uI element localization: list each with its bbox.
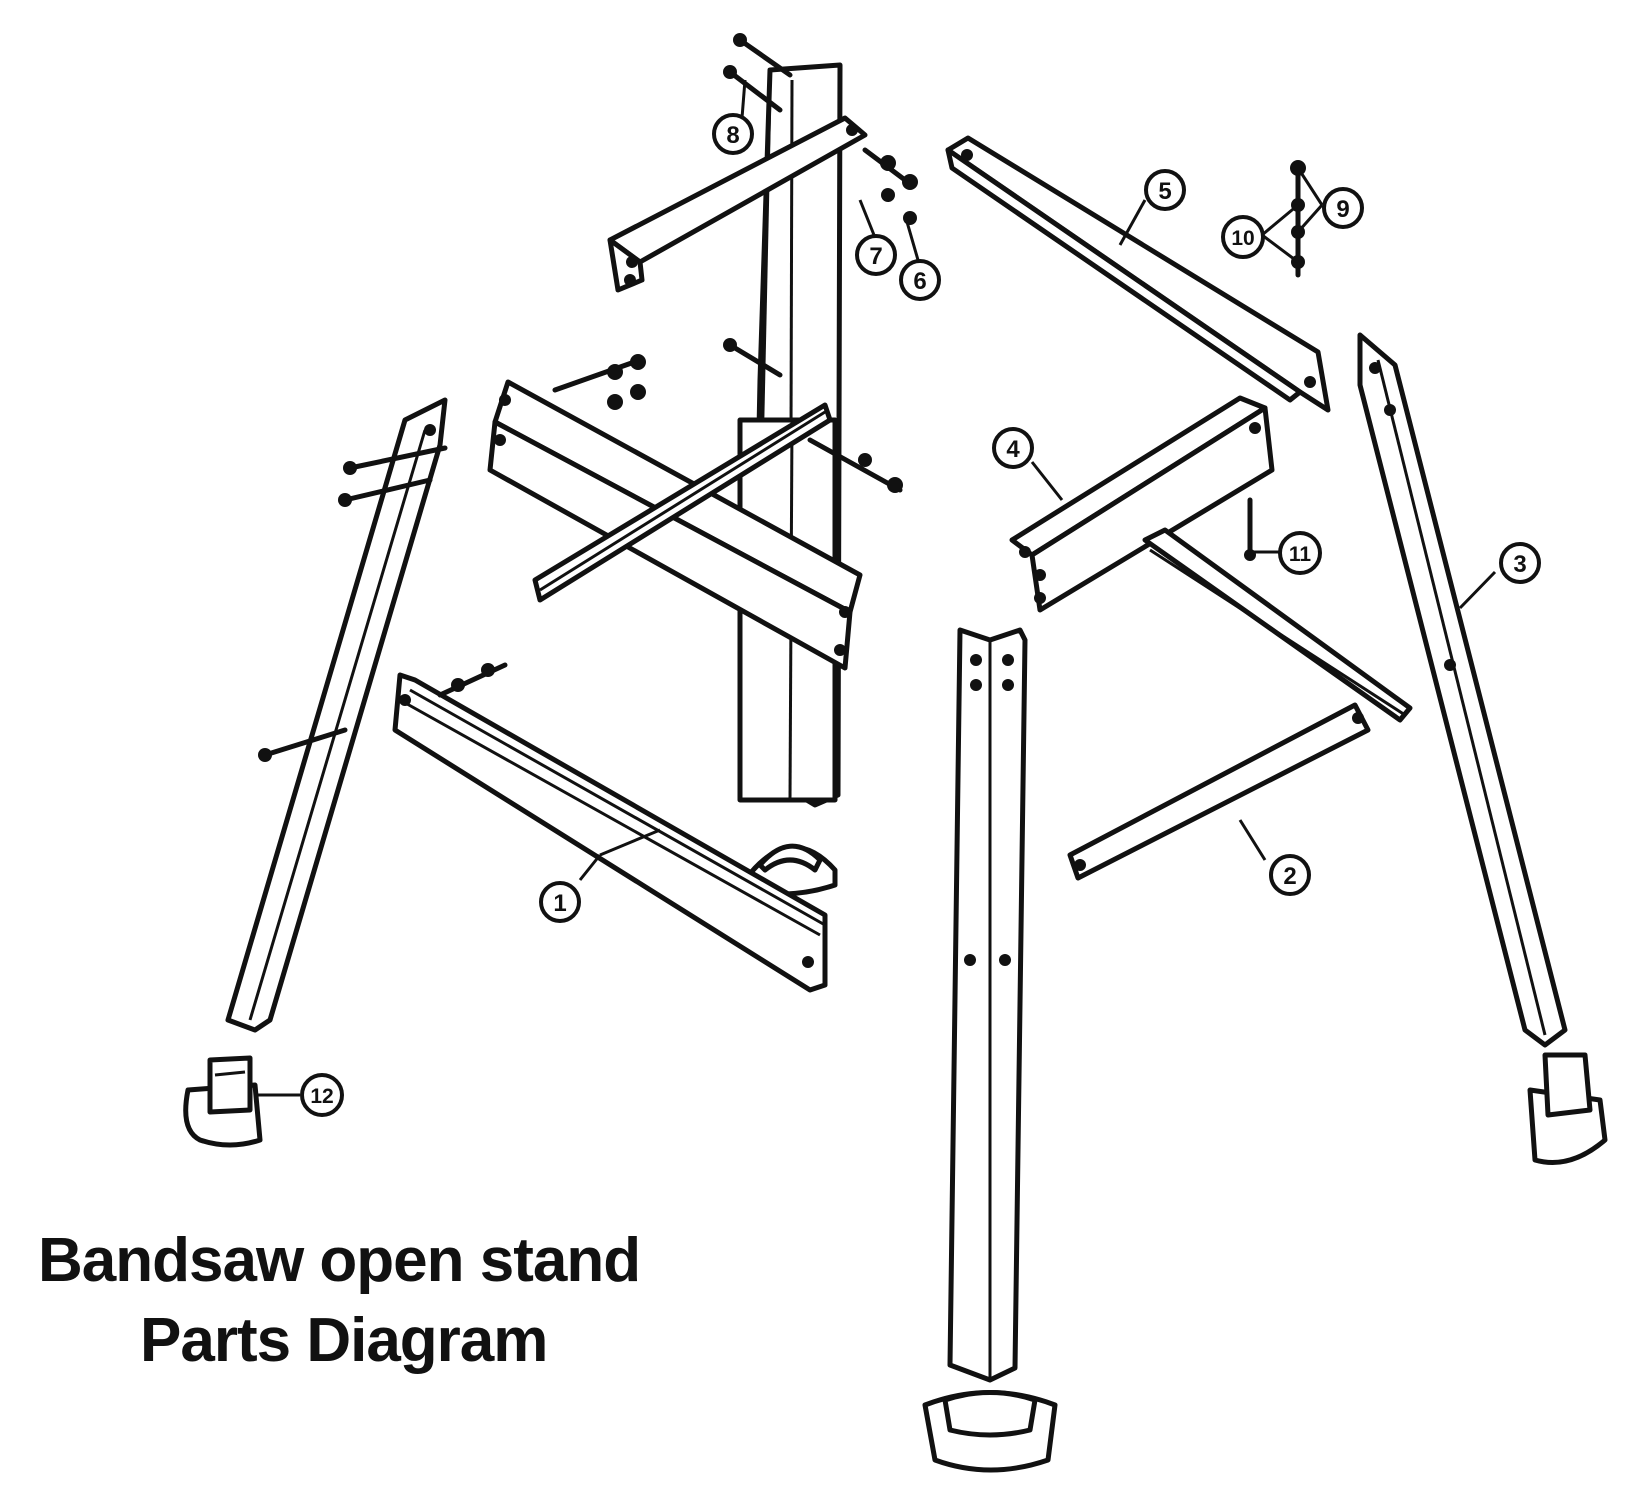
callout-label-3: 3 [1513, 551, 1526, 578]
callout-label-8: 8 [726, 122, 739, 149]
callout-8: 8 [712, 113, 754, 155]
callout-1: 1 [539, 881, 581, 923]
callout-7: 7 [855, 234, 897, 276]
callout-label-11: 11 [1289, 543, 1312, 566]
callout-6: 6 [899, 259, 941, 301]
callout-label-10: 10 [1231, 227, 1254, 250]
leg-front-left [225, 397, 448, 1033]
leader-lines [255, 79, 1497, 1097]
leg-front-center [947, 627, 1028, 1383]
callout-label-1: 1 [553, 890, 566, 917]
callout-5: 5 [1144, 169, 1186, 211]
top-rail-4 [1009, 395, 1275, 613]
callout-9: 9 [1322, 187, 1364, 229]
callout-label-7: 7 [869, 243, 882, 270]
leg-right-3 [1357, 332, 1568, 1048]
callout-3: 3 [1499, 542, 1541, 584]
callout-label-2: 2 [1283, 863, 1296, 890]
callout-11: 11 [1278, 531, 1322, 575]
callout-label-5: 5 [1158, 178, 1171, 205]
fasteners [258, 33, 1306, 762]
foot-left [183, 1055, 263, 1148]
title-line-1: Bandsaw open stand [38, 1226, 641, 1295]
foot-right [1527, 1052, 1608, 1165]
mid-rail-left-rear [532, 402, 833, 603]
top-rail-5 [945, 135, 1331, 413]
callout-label-9: 9 [1336, 196, 1349, 223]
title-line-2: Parts Diagram [140, 1306, 548, 1375]
callout-label-6: 6 [913, 268, 926, 295]
callout-2: 2 [1269, 854, 1311, 896]
lower-rail-1 [392, 672, 828, 993]
callout-10: 10 [1221, 215, 1265, 259]
mid-rail-right-rear [1142, 527, 1413, 723]
foot-front [922, 1390, 1058, 1473]
callout-label-4: 4 [1006, 436, 1020, 463]
top-rail-left-rear [607, 115, 868, 293]
callout-label-12: 12 [310, 1085, 333, 1108]
callout-4: 4 [992, 427, 1034, 469]
lower-rail-2 [1067, 702, 1371, 881]
callout-12: 12 [300, 1073, 344, 1117]
